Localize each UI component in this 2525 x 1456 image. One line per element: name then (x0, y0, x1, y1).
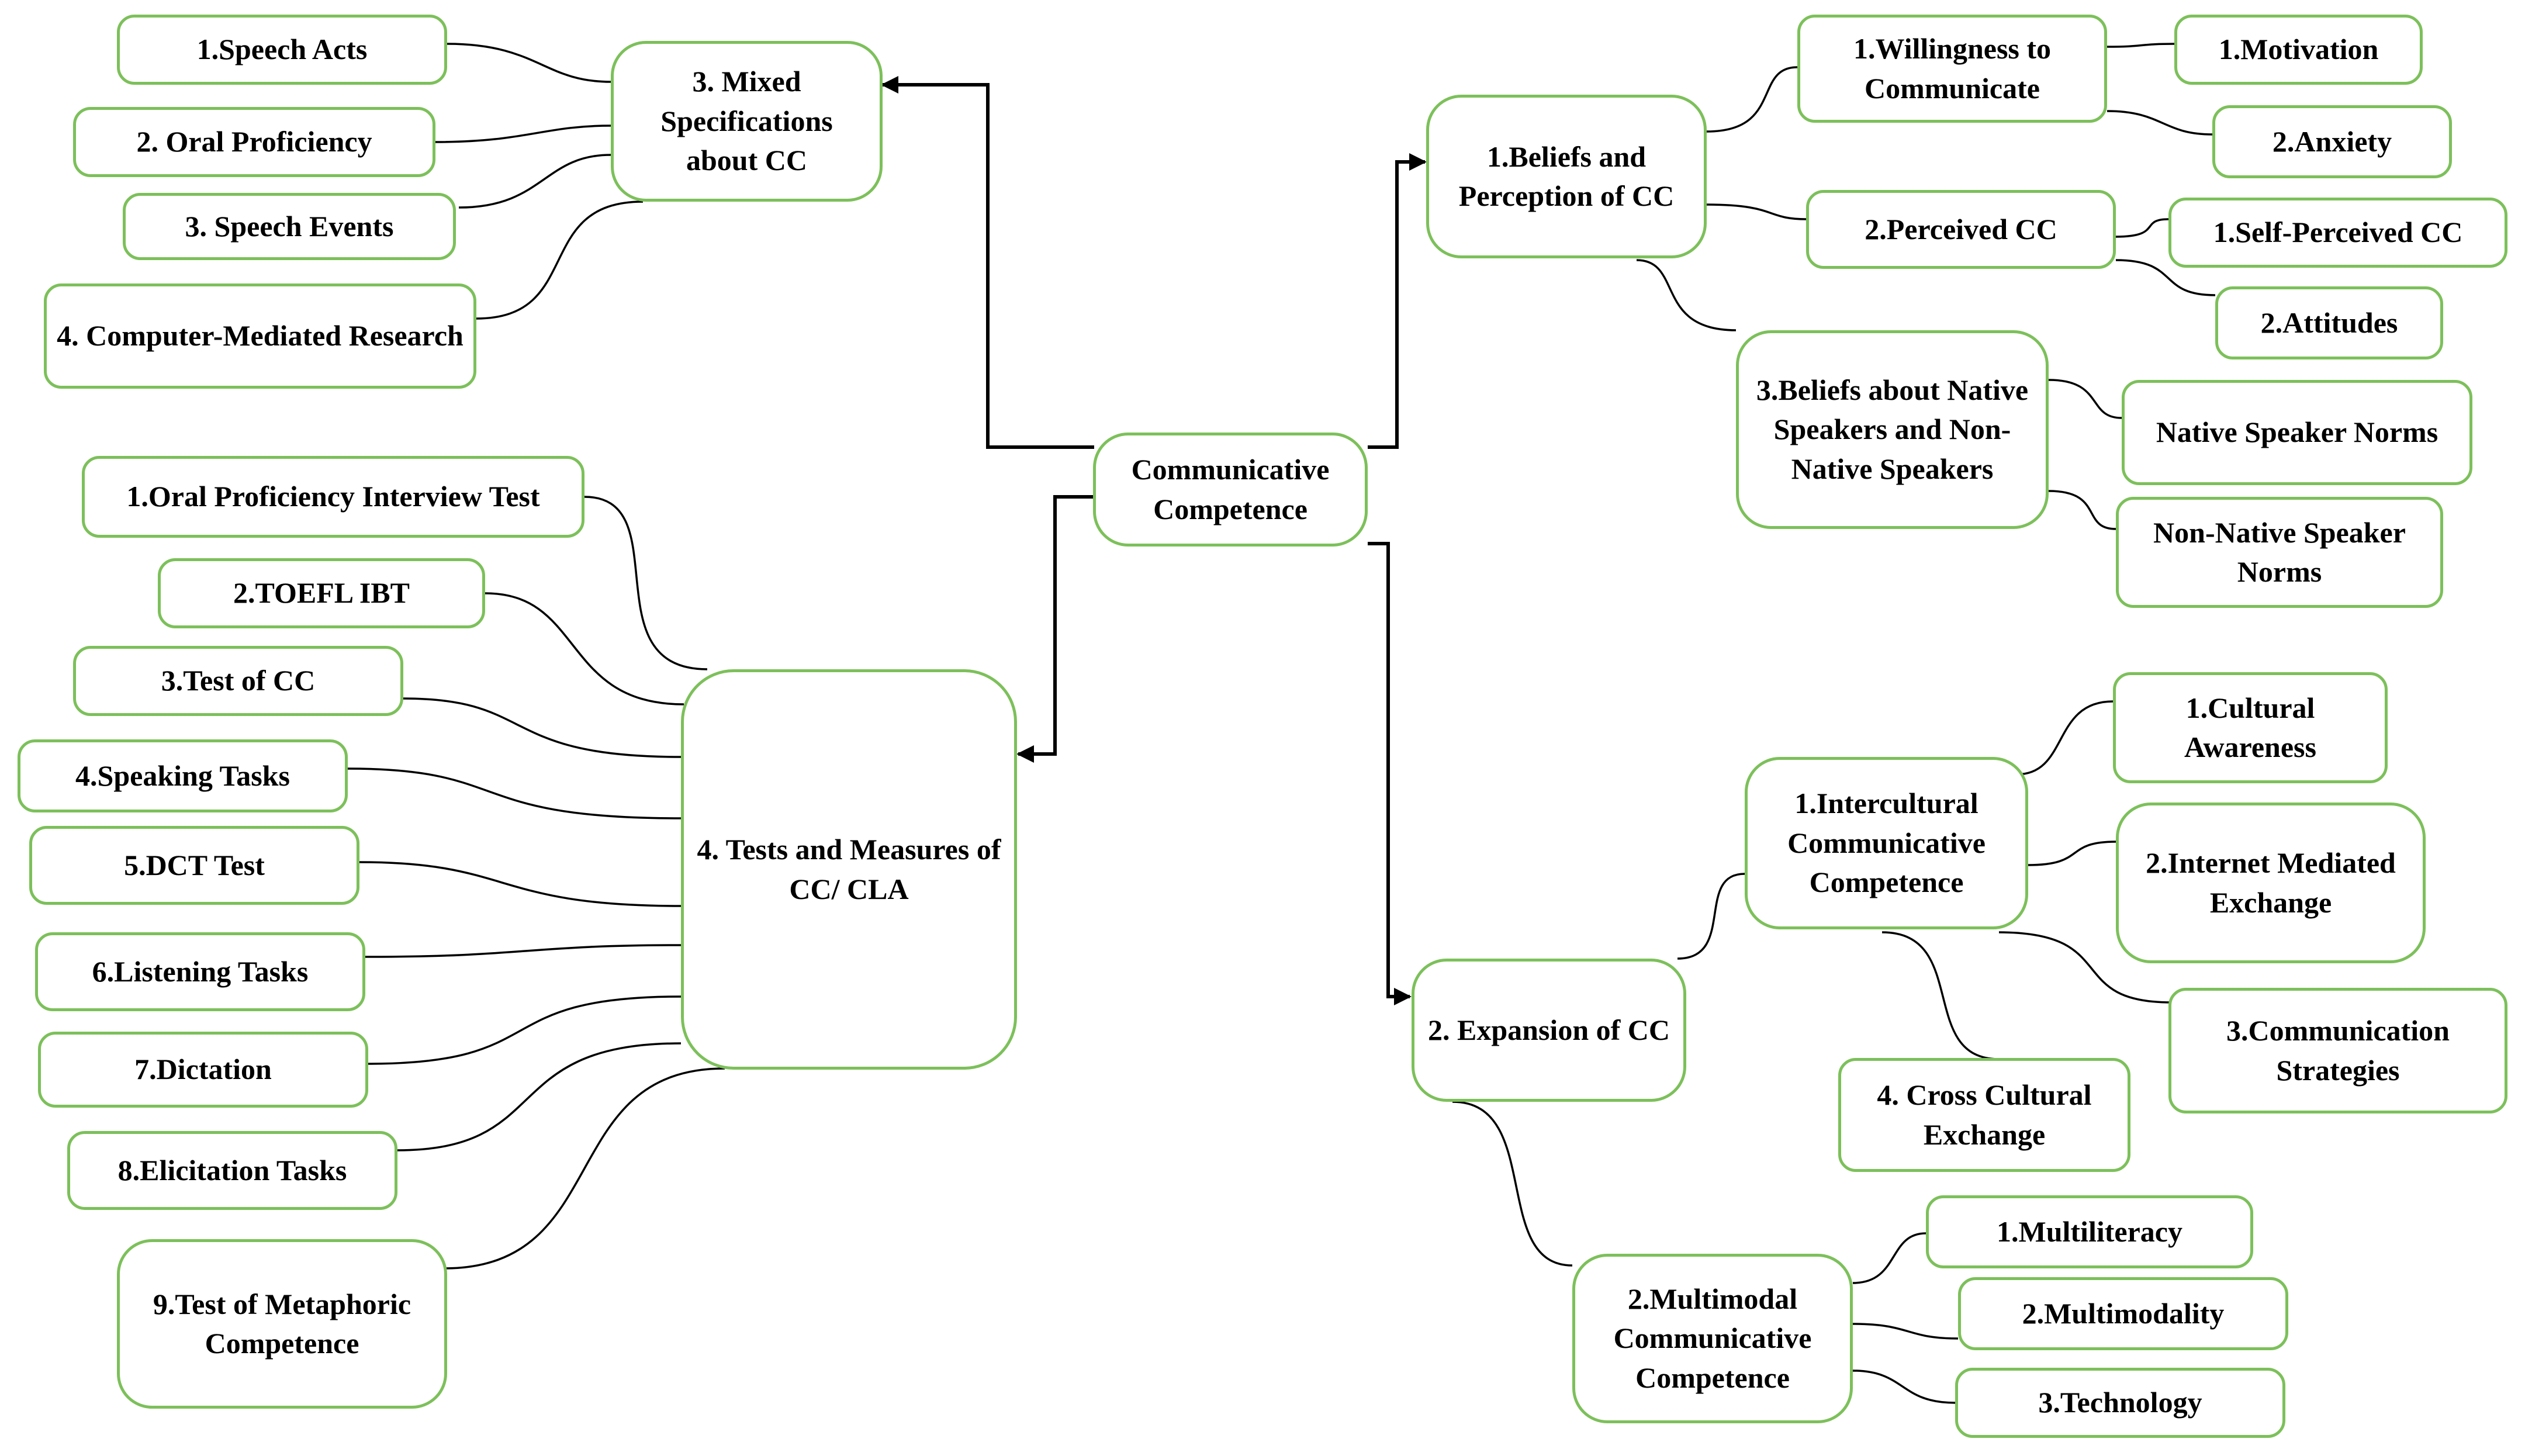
attitudes-node: 2.Attitudes (2215, 286, 2443, 359)
mixed-item-speech-events: 3. Speech Events (123, 193, 456, 260)
motivation-node: 1.Motivation (2174, 15, 2423, 85)
tests-node: 4. Tests and Measures of CC/ CLA (681, 669, 1017, 1070)
connector-speech-events (458, 154, 611, 209)
anxiety-node: 2.Anxiety (2212, 105, 2452, 178)
test-item-toefl: 2.TOEFL IBT (158, 558, 485, 628)
connector-multimodality (1852, 1323, 1959, 1340)
center-node: Communicative Competence (1093, 433, 1368, 547)
mixed-item-computer-mediated: 4. Computer-Mediated Research (44, 283, 476, 389)
test-item-elicitation: 8.Elicitation Tasks (67, 1131, 397, 1210)
connector-oral-proficiency (435, 124, 611, 143)
connector-listening (365, 944, 682, 958)
intercultural-node: 1.Intercultural Communicative Competence (1745, 757, 2028, 929)
test-item-metaphoric: 9.Test of Metaphoric Competence (117, 1239, 447, 1409)
arrow-to-mixed (881, 76, 1094, 449)
connector-dictation (368, 995, 682, 1065)
beliefs-node: 1.Beliefs and Perception of CC (1426, 95, 1707, 258)
connector-speaking (347, 767, 682, 819)
multimodal-node: 2.Multimodal Communicative Competence (1572, 1254, 1853, 1423)
arrow-to-expansion (1368, 542, 1412, 1005)
connector-dct (359, 861, 682, 907)
connector-wtc (1706, 66, 1798, 133)
native-norms-node: Native Speaker Norms (2122, 380, 2472, 485)
arrow-to-beliefs (1368, 153, 1427, 449)
perceived-cc-node: 2.Perceived CC (1806, 190, 2116, 269)
test-item-dictation: 7.Dictation (38, 1032, 368, 1108)
connector-anxiety (2107, 110, 2213, 136)
connector-comm-strategies (1998, 931, 2172, 1004)
test-item-opi: 1.Oral Proficiency Interview Test (82, 456, 584, 538)
test-item-speaking: 4.Speaking Tasks (18, 739, 348, 812)
test-item-test-of-cc: 3.Test of CC (73, 646, 403, 716)
expansion-node: 2. Expansion of CC (1412, 959, 1686, 1102)
connector-multimodal (1452, 1101, 1573, 1267)
connector-elicitation (397, 1042, 682, 1151)
multimodality-node: 2.Multimodality (1958, 1277, 2288, 1350)
connector-intercultural (1677, 873, 1745, 960)
connector-self-perceived (2115, 218, 2169, 238)
mixed-specifications-node: 3. Mixed Specifications about CC (611, 41, 883, 202)
connector-technology (1852, 1369, 1956, 1404)
connector-non-native-norms (2048, 490, 2116, 530)
mixed-item-speech-acts: 1.Speech Acts (117, 15, 447, 85)
connector-toefl (485, 592, 684, 705)
internet-exchange-node: 2.Internet Mediated Exchange (2116, 803, 2426, 963)
cross-cultural-node: 4. Cross Cultural Exchange (1838, 1058, 2130, 1172)
connector-multiliteracy (1852, 1232, 1926, 1284)
test-item-dct: 5.DCT Test (29, 826, 359, 905)
connector-motivation (2107, 43, 2175, 48)
connector-attitudes (2115, 259, 2216, 296)
connector-computer-mediated (476, 200, 644, 320)
connector-cultural-awareness (2016, 700, 2114, 776)
connector-perceived (1706, 203, 1807, 220)
connector-metaphoric (444, 1067, 725, 1270)
connector-cross-cultural (1881, 931, 2000, 1060)
self-perceived-node: 1.Self-Perceived CC (2168, 198, 2507, 268)
cultural-awareness-node: 1.Cultural Awareness (2113, 672, 2388, 783)
test-item-listening: 6.Listening Tasks (35, 932, 365, 1011)
arrow-to-tests (1016, 495, 1094, 763)
multiliteracy-node: 1.Multiliteracy (1926, 1195, 2253, 1268)
connector-test-of-cc (403, 697, 682, 758)
technology-node: 3.Technology (1955, 1368, 2285, 1438)
native-beliefs-node: 3.Beliefs about Native Speakers and Non-… (1736, 330, 2049, 529)
connector-internet-exchange (2028, 841, 2116, 866)
mixed-item-oral-proficiency: 2. Oral Proficiency (73, 107, 435, 177)
connector-native-beliefs (1636, 259, 1737, 331)
connector-native-norms (2048, 379, 2122, 419)
connector-opi (584, 496, 708, 670)
connector-speech-acts (447, 43, 611, 83)
wtc-node: 1.Willingness to Communicate (1797, 15, 2107, 123)
non-native-norms-node: Non-Native Speaker Norms (2116, 497, 2443, 608)
comm-strategies-node: 3.Communication Strategies (2168, 988, 2507, 1113)
